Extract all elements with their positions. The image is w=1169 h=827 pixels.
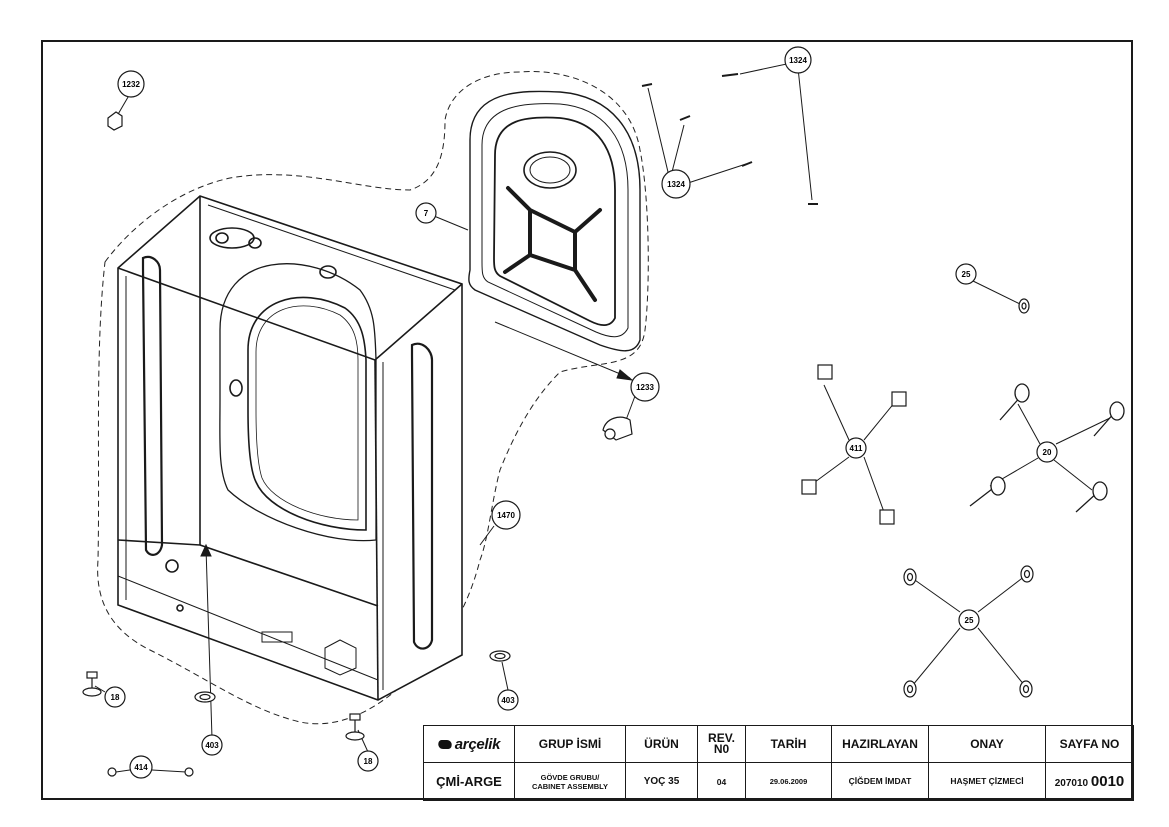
- leader-lines: [94, 61, 1111, 773]
- callout-414: 414: [129, 755, 153, 779]
- header-approval: ONAY: [928, 725, 1046, 763]
- small-parts: [82, 73, 1125, 777]
- rear-cover: [468, 90, 641, 352]
- callout-bubbles: 1232 1324 1324 7 25 1233 411 20 1470 25 …: [104, 46, 1058, 779]
- callout-label: 7: [424, 209, 429, 218]
- revision-number: 04: [697, 762, 746, 801]
- callout-20: 20: [1036, 441, 1058, 463]
- callout-label: 403: [205, 741, 219, 750]
- callout-label: 25: [965, 616, 974, 625]
- callout-411: 411: [845, 437, 867, 459]
- cabinet-body: [117, 195, 463, 701]
- header-prepared: HAZIRLAYAN: [831, 725, 929, 763]
- group-name-line2: CABINET ASSEMBLY: [531, 781, 609, 791]
- callout-label: 18: [111, 693, 120, 702]
- product-code: YOÇ 35: [625, 762, 698, 801]
- callout-25-group: 25: [958, 609, 980, 631]
- title-block: arçelik GRUP İSMİ ÜRÜN REV. N0 TARİH HAZ…: [423, 725, 1134, 801]
- callout-label: 20: [1043, 448, 1052, 457]
- date-value: 29.06.2009: [745, 762, 832, 801]
- callout-label: 25: [962, 270, 971, 279]
- callout-label: 411: [850, 444, 863, 453]
- header-rev: REV. N0: [697, 725, 746, 763]
- brand-logo: arçelik: [423, 725, 515, 763]
- page-number-suffix: 0010: [1090, 773, 1125, 790]
- header-date: TARİH: [745, 725, 832, 763]
- callout-18-right: 18: [357, 750, 379, 772]
- callout-label: 1232: [122, 80, 140, 89]
- callout-label: 1324: [789, 56, 807, 65]
- prepared-by: ÇİĞDEM İMDAT: [831, 762, 929, 801]
- callout-label: 18: [364, 757, 373, 766]
- callout-label: 1233: [636, 383, 654, 392]
- callout-label: 414: [134, 763, 148, 772]
- page-number-prefix: 207010: [1054, 778, 1089, 789]
- cabinet-group-boundary: [97, 71, 649, 725]
- callout-label: 1324: [667, 180, 685, 189]
- callout-1233: 1233: [630, 372, 660, 402]
- callout-1324-top: 1324: [784, 46, 812, 74]
- callout-25-single: 25: [955, 263, 977, 285]
- callout-1470: 1470: [491, 500, 521, 530]
- callout-1324-mid: 1324: [661, 169, 691, 199]
- callout-18-left: 18: [104, 686, 126, 708]
- group-name-line1: GÖVDE GRUBU/: [540, 772, 600, 782]
- callout-label: 403: [501, 696, 515, 705]
- brand-logo-text: arçelik: [454, 735, 501, 753]
- title-block-header-row: arçelik GRUP İSMİ ÜRÜN REV. N0 TARİH HAZ…: [423, 725, 1134, 763]
- approved-by: HAŞMET ÇİZMECİ: [928, 762, 1046, 801]
- group-name: GÖVDE GRUBU/CABINET ASSEMBLY: [514, 762, 626, 801]
- page-number: 207010 0010: [1045, 762, 1134, 801]
- callout-1232: 1232: [117, 70, 145, 98]
- header-product: ÜRÜN: [625, 725, 698, 763]
- header-page: SAYFA NO: [1045, 725, 1134, 763]
- callout-label: 1470: [497, 511, 515, 520]
- callout-403-left: 403: [201, 734, 223, 756]
- callout-7: 7: [415, 202, 437, 224]
- header-group: GRUP İSMİ: [514, 725, 626, 763]
- department: ÇMİ-ARGE: [423, 762, 515, 801]
- title-block-value-row: ÇMİ-ARGE GÖVDE GRUBU/CABINET ASSEMBLY YO…: [423, 762, 1134, 801]
- callout-403-right: 403: [497, 689, 519, 711]
